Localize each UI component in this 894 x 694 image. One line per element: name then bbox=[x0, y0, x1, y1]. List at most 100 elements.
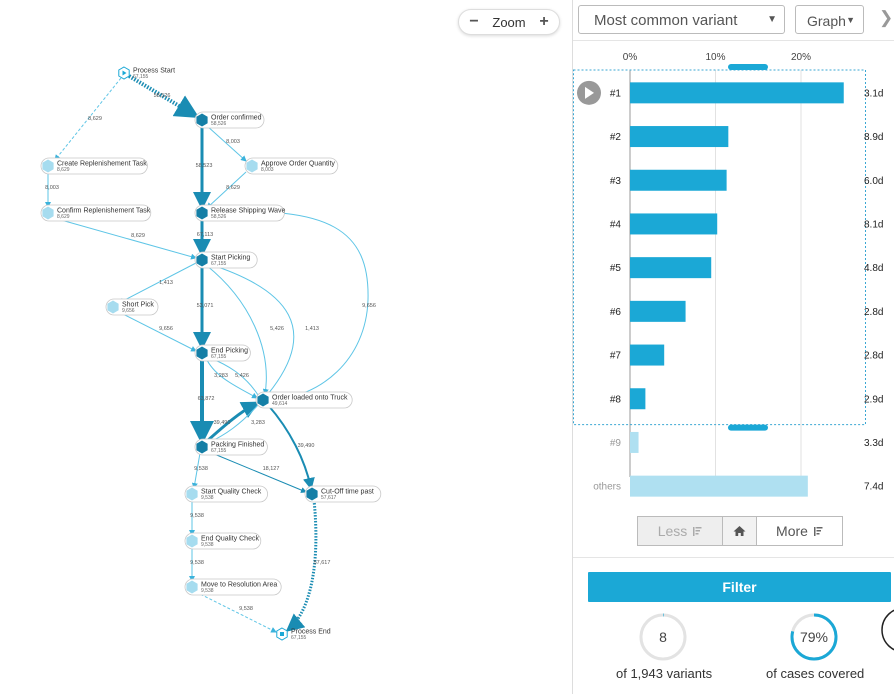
edge-label: 9,538 bbox=[239, 606, 253, 612]
variant-bar[interactable] bbox=[630, 169, 727, 191]
variant-bar[interactable] bbox=[630, 475, 808, 497]
node-pill bbox=[255, 391, 353, 409]
chevron-down-icon: ▼ bbox=[767, 14, 777, 25]
edge-label: 9,656 bbox=[362, 303, 376, 309]
edge-start-picking-to-order-loaded-onto-truck[interactable] bbox=[205, 264, 269, 395]
node-count: 67,155 bbox=[133, 74, 149, 80]
node-count: 57,617 bbox=[321, 495, 337, 501]
edge-start-picking-to-short-pick[interactable] bbox=[118, 262, 197, 304]
node-label: Process Start bbox=[133, 68, 175, 75]
edge-packing-finished-to-cut-off-time-past[interactable] bbox=[206, 450, 307, 493]
activity-icon bbox=[246, 159, 258, 173]
node-count: 8,003 bbox=[261, 167, 274, 173]
variant-bar[interactable] bbox=[630, 300, 686, 322]
activity-icon bbox=[196, 440, 208, 454]
node-label: Release Shipping Wave bbox=[211, 208, 286, 215]
edge-move-to-resolution-area-to-process-end[interactable] bbox=[195, 591, 277, 633]
node-count: 67,155 bbox=[291, 635, 307, 641]
edge-order-confirmed-to-approve-order-quantity[interactable] bbox=[205, 124, 247, 162]
partial-ring bbox=[881, 609, 894, 651]
node-pill bbox=[40, 157, 148, 175]
edge-process-start-to-create-replenishment-task[interactable] bbox=[54, 77, 122, 161]
variant-bar[interactable] bbox=[630, 213, 718, 235]
edge-process-start-to-order-confirmed[interactable] bbox=[122, 71, 200, 119]
activity-icon bbox=[196, 346, 208, 360]
selection-handle-top[interactable] bbox=[728, 64, 768, 70]
edge-approve-order-quantity-to-release-shipping-wave[interactable] bbox=[206, 171, 247, 209]
zoom-out-button[interactable]: − bbox=[469, 13, 479, 30]
edge-packing-finished-to-start-quality-check[interactable] bbox=[191, 452, 201, 489]
coverage-caption: of cases covered bbox=[766, 666, 865, 681]
node-pill bbox=[184, 485, 268, 503]
edge-cut-off-time-past-to-process-end[interactable] bbox=[285, 499, 318, 632]
graph-button-label: Graph bbox=[807, 13, 846, 29]
variant-label: #7 bbox=[610, 351, 622, 362]
activity-icon bbox=[186, 580, 198, 594]
edge-confirm-replenishment-task-to-start-picking[interactable] bbox=[53, 217, 197, 260]
variant-bar[interactable] bbox=[630, 388, 646, 410]
edge-short-pick-to-end-picking[interactable] bbox=[118, 311, 197, 352]
selection-box[interactable] bbox=[573, 69, 866, 426]
sort-icon bbox=[813, 526, 823, 536]
variant-label: #8 bbox=[610, 394, 622, 405]
edge-label: 1,413 bbox=[159, 280, 173, 286]
x-tick-label: 10% bbox=[705, 52, 725, 63]
variant-bar[interactable] bbox=[630, 431, 639, 453]
activity-icon bbox=[196, 113, 208, 127]
edge-label: 63,872 bbox=[198, 396, 215, 402]
variant-duration: 2.9d bbox=[864, 394, 883, 405]
activity-icon bbox=[42, 206, 54, 220]
edge-label: 9,538 bbox=[190, 560, 204, 566]
edge-end-picking-to-order-loaded-onto-truck[interactable] bbox=[205, 357, 258, 399]
more-button[interactable]: More bbox=[757, 517, 842, 545]
node-count: 9,538 bbox=[201, 495, 214, 501]
variant-bar[interactable] bbox=[630, 344, 665, 366]
edge-label: 5,426 bbox=[270, 326, 284, 332]
node-count: 58,526 bbox=[211, 121, 227, 127]
edge-release-shipping-wave-to-order-loaded-onto-truck[interactable] bbox=[207, 211, 369, 403]
edge-label: 58,523 bbox=[196, 163, 213, 169]
variant-duration: 8.1d bbox=[864, 219, 883, 230]
edge-packing-finished-to-order-loaded-onto-truck[interactable] bbox=[204, 401, 260, 444]
edge-order-loaded-onto-truck-to-cut-off-time-past[interactable] bbox=[267, 404, 315, 490]
node-count: 9,656 bbox=[122, 308, 135, 314]
node-pill bbox=[194, 204, 285, 222]
selection-handle-bottom[interactable] bbox=[728, 424, 768, 431]
filter-button[interactable]: Filter bbox=[588, 572, 891, 602]
node-count: 58,526 bbox=[211, 214, 227, 220]
variant-bar[interactable] bbox=[630, 82, 844, 104]
activity-icon bbox=[107, 300, 119, 314]
variant-select[interactable]: Most common variant ▼ bbox=[578, 5, 785, 34]
zoom-in-button[interactable]: + bbox=[539, 13, 549, 30]
variant-bar[interactable] bbox=[630, 257, 712, 279]
node-pill bbox=[244, 157, 339, 175]
chevron-right-icon[interactable]: ❯ bbox=[879, 8, 894, 27]
less-button[interactable]: Less bbox=[638, 517, 723, 545]
edge-order-loaded-onto-truck-to-start-picking[interactable] bbox=[208, 262, 295, 395]
variant-bar[interactable] bbox=[630, 126, 729, 148]
node-count: 67,155 bbox=[211, 261, 227, 267]
node-pill bbox=[194, 438, 268, 456]
edge-label: 9,538 bbox=[194, 466, 208, 472]
graph-button[interactable]: Graph ▼ bbox=[795, 5, 864, 34]
zoom-label: Zoom bbox=[492, 14, 526, 30]
home-button[interactable] bbox=[723, 517, 757, 545]
